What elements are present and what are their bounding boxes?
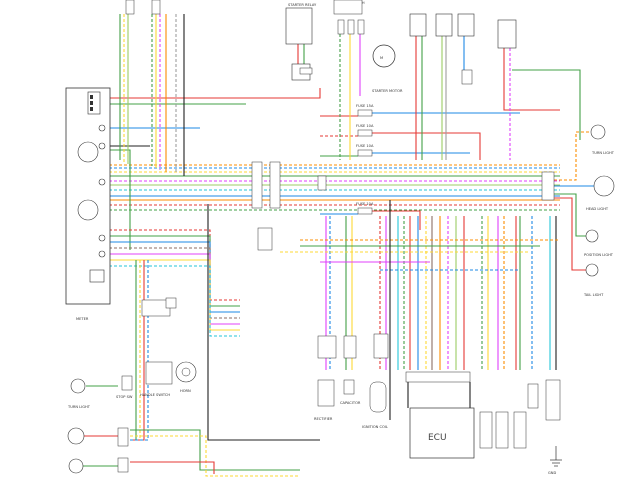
wire-38 <box>130 435 300 477</box>
ground-label: GND <box>548 471 556 475</box>
wire-66 <box>554 193 586 237</box>
wire-63 <box>512 69 581 140</box>
wire-34 <box>130 260 141 441</box>
turn-light-left <box>70 378 86 394</box>
meter-label: METER <box>76 317 89 321</box>
wire-31 <box>104 259 240 331</box>
fuse-2-label: FUSE 10A <box>356 124 374 128</box>
fuse-4-label: FUSE 10A <box>356 202 374 206</box>
ignition-coil: IGNITION COIL <box>362 333 389 429</box>
tail-light <box>585 263 599 277</box>
wire-45 <box>372 132 481 160</box>
fuse-3-label: FUSE 10A <box>356 144 374 148</box>
tail-light-label: TAIL LIGHT <box>583 293 604 297</box>
head-light-label: HEAD LIGHT <box>586 207 609 211</box>
left-lamps: TURN LIGHT <box>67 378 91 474</box>
ground-symbol: GND <box>548 446 562 475</box>
wire-layer <box>83 14 594 477</box>
wire-30 <box>104 253 240 325</box>
ignition-coil-label: IGNITION COIL <box>362 425 388 429</box>
wire-36 <box>130 260 149 441</box>
wire-98 <box>207 204 320 441</box>
wire-12 <box>104 88 321 99</box>
handle-switch: HANDLE SWITCH <box>140 297 177 397</box>
fuse-3 <box>357 149 373 157</box>
starter-motor-label: STARTER MOTOR <box>372 89 403 93</box>
head-light <box>593 175 615 197</box>
meter-indicator-bulbs <box>77 124 106 283</box>
wire-49 <box>372 210 421 230</box>
ecu-box: ECU <box>409 407 475 459</box>
top-right-switches <box>409 13 517 85</box>
left-lamp-3 <box>68 458 84 474</box>
capacitor-label: CAPACITOR <box>340 401 361 405</box>
left-lower-connectors <box>117 427 129 473</box>
position-light <box>585 229 599 243</box>
top-switch-cluster <box>333 0 365 35</box>
turn-light-right-label: TURN LIGHT <box>591 151 615 155</box>
wire-32 <box>104 265 240 337</box>
rectifier: RECTIFIER <box>314 335 337 421</box>
top-connector-2 <box>151 0 161 15</box>
wire-16 <box>104 149 131 250</box>
wire-35 <box>130 260 145 441</box>
left-lamp-2 <box>67 427 85 445</box>
starter-motor-m: M <box>380 56 383 60</box>
fuse-4 <box>357 207 373 215</box>
right-lamps: TURN LIGHT HEAD LIGHT POSITION LIGHT TAI… <box>583 124 615 297</box>
wire-39 <box>130 461 215 474</box>
handle-switch-label: HANDLE SWITCH <box>140 393 170 397</box>
starter-relay <box>285 7 313 45</box>
wire-61 <box>503 48 560 111</box>
ecu-connector <box>405 371 471 383</box>
horn: HORN <box>175 361 197 393</box>
wire-26 <box>104 229 240 301</box>
turn-light-right <box>590 124 606 140</box>
turn-light-left-label: TURN LIGHT <box>67 405 91 409</box>
wire-67 <box>554 197 586 271</box>
meter-connector <box>87 91 101 115</box>
capacitor: CAPACITOR <box>340 335 361 405</box>
fuse-2 <box>357 129 373 137</box>
meter-panel <box>65 87 111 305</box>
center-connectors <box>251 161 555 251</box>
rear-stop-switch <box>121 375 133 391</box>
fuse-5 <box>299 67 313 75</box>
wire-65 <box>554 131 591 181</box>
sensor-row <box>479 379 561 449</box>
horn-label: HORN <box>180 389 191 393</box>
starter-relay-label: STARTER RELAY <box>288 3 317 7</box>
position-light-label: POSITION LIGHT <box>584 253 614 257</box>
ecu-label: ECU <box>428 433 447 443</box>
fuse-block: FUSE 15A FUSE 10A FUSE 10A FUSE 10A <box>299 67 374 215</box>
wire-33 <box>130 260 137 441</box>
starter-motor-symbol <box>372 44 396 68</box>
fuse-1-label: FUSE 15A <box>356 104 374 108</box>
top-connector-1 <box>125 0 135 15</box>
rear-stop-switch-label: STOP SW <box>116 395 133 399</box>
wire-27 <box>104 235 240 307</box>
component-layer: METER STARTER RELAY MAIN SWITCH M STARTE… <box>65 0 615 475</box>
wire-37 <box>130 429 300 471</box>
fuse-1 <box>357 109 373 117</box>
rectifier-label: RECTIFIER <box>314 417 333 421</box>
